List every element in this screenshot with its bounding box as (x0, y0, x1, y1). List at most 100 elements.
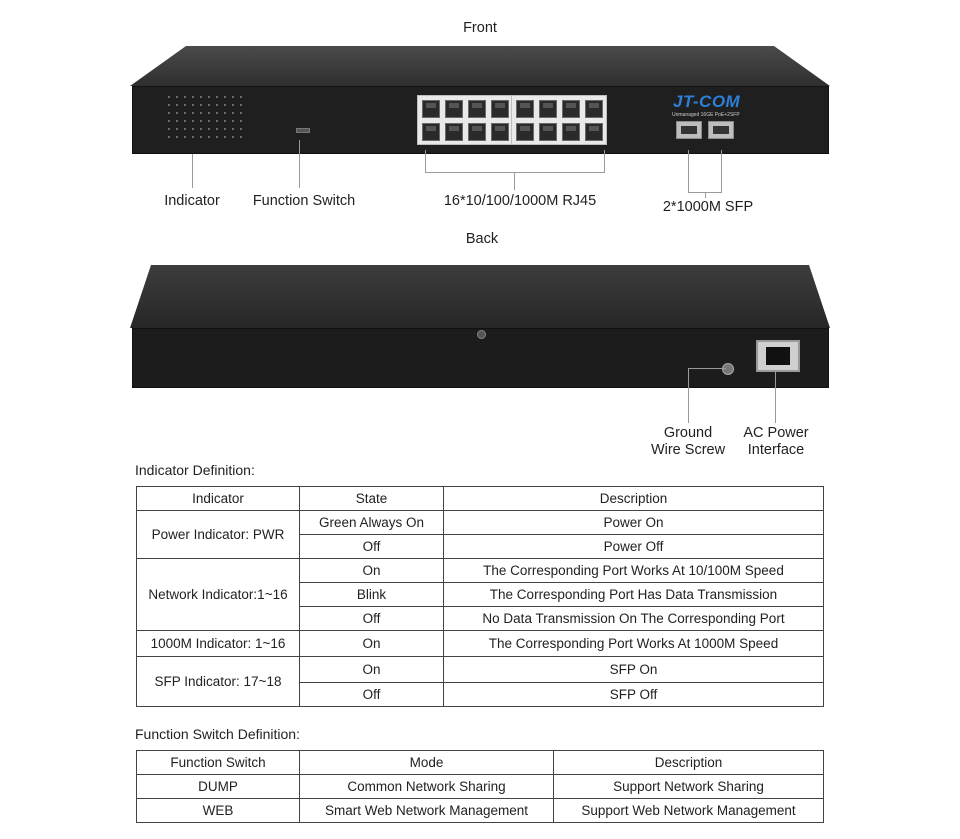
rj45-port (468, 100, 486, 118)
table-row: Blink The Corresponding Port Has Data Tr… (137, 582, 824, 607)
table-row: Network Indicator:1~16 On The Correspond… (136, 558, 824, 631)
table-row: SFP Indicator: 17~18 On SFP On (136, 656, 824, 707)
led-dot (224, 136, 226, 138)
led-dot (208, 96, 210, 98)
label-function-switch: Function Switch (252, 193, 356, 209)
led-dot (184, 120, 186, 122)
function-switch-definition-table: Function Switch Mode Description DUMP Co… (136, 750, 824, 823)
led-dot (224, 104, 226, 106)
header-description: Description (443, 486, 824, 511)
state-cell: Green Always On (299, 510, 444, 535)
state-cell: On (299, 630, 444, 657)
rj45-port (585, 123, 603, 141)
led-dot (184, 112, 186, 114)
led-dot (192, 96, 194, 98)
rj45-port (468, 123, 486, 141)
led-dot (176, 128, 178, 130)
led-dot (200, 104, 202, 106)
table-row: Off Power Off (137, 534, 824, 559)
state-cell: Blink (299, 582, 444, 607)
led-dot (184, 136, 186, 138)
header-description: Description (553, 750, 824, 775)
led-dot (216, 104, 218, 106)
led-dot (200, 96, 202, 98)
led-dot (168, 104, 170, 106)
rj45-port (539, 123, 557, 141)
sfp-port-17 (676, 121, 702, 139)
led-dot (208, 136, 210, 138)
rj45-port (422, 123, 440, 141)
description-cell: SFP On (443, 656, 824, 683)
led-dot (176, 136, 178, 138)
indicator-definition-title: Indicator Definition: (135, 462, 255, 478)
led-dot (208, 128, 210, 130)
state-cell: On (299, 558, 444, 583)
led-dot (216, 128, 218, 130)
description-cell: SFP Off (443, 682, 824, 707)
header-indicator: Indicator (136, 486, 300, 511)
led-dot (168, 120, 170, 122)
description-cell: The Corresponding Port Has Data Transmis… (443, 582, 824, 607)
model-text: Unmanaged 16GE PoE+2SFP (672, 112, 740, 118)
indicator-definition-table: Indicator State Description Power Indica… (136, 486, 824, 707)
switch-cell: DUMP (136, 774, 300, 799)
front-title: Front (463, 20, 497, 36)
led-dot (240, 112, 242, 114)
ground-screw-icon (722, 363, 734, 375)
header-mode: Mode (299, 750, 554, 775)
table-row: 1000M Indicator: 1~16 On The Correspondi… (136, 630, 824, 657)
state-cell: On (299, 656, 444, 683)
rj45-port (562, 123, 580, 141)
indicator-cell: 1000M Indicator: 1~16 (136, 630, 300, 657)
led-dot (192, 136, 194, 138)
table-row: WEB Smart Web Network Management Support… (136, 798, 824, 823)
led-dot (224, 96, 226, 98)
led-dot (232, 120, 234, 122)
rj45-port-block-left (417, 95, 513, 145)
state-cell: Off (299, 682, 444, 707)
led-dot (192, 104, 194, 106)
state-cell: Off (299, 534, 444, 559)
mode-cell: Common Network Sharing (299, 774, 554, 799)
led-dot (192, 128, 194, 130)
table-row: Power Indicator: PWR Green Always On Pow… (136, 510, 824, 559)
rj45-port (585, 100, 603, 118)
led-dot (208, 120, 210, 122)
rj45-port (516, 123, 534, 141)
table-header-row: Function Switch Mode Description (136, 750, 824, 775)
function-switch[interactable] (296, 128, 310, 133)
led-dot (184, 96, 186, 98)
table-header-row: Indicator State Description (136, 486, 824, 511)
led-dot (240, 128, 242, 130)
state-cell: Off (299, 606, 444, 631)
led-dot (224, 112, 226, 114)
led-dot (184, 104, 186, 106)
rj45-port (562, 100, 580, 118)
screw-icon (477, 330, 486, 339)
led-dot (240, 136, 242, 138)
rj45-port (445, 100, 463, 118)
rj45-port (422, 100, 440, 118)
led-dot (200, 120, 202, 122)
label-ac-power-interface: AC Power Interface (743, 425, 809, 458)
led-dot (216, 136, 218, 138)
description-cell: No Data Transmission On The Correspondin… (443, 606, 824, 631)
ac-power-socket (756, 340, 800, 372)
led-dot (184, 128, 186, 130)
switch-cell: WEB (136, 798, 300, 823)
led-dot (216, 96, 218, 98)
label-rj45: 16*10/100/1000M RJ45 (443, 193, 597, 209)
led-dot (176, 96, 178, 98)
description-cell: The Corresponding Port Works At 1000M Sp… (443, 630, 824, 657)
led-dot (232, 96, 234, 98)
led-dot (200, 128, 202, 130)
led-dot (200, 112, 202, 114)
led-dot (168, 96, 170, 98)
led-dot (216, 120, 218, 122)
led-dot (232, 128, 234, 130)
rj45-port (516, 100, 534, 118)
function-switch-definition-title: Function Switch Definition: (135, 726, 300, 742)
rj45-port (539, 100, 557, 118)
led-dot (240, 120, 242, 122)
indicator-cell: SFP Indicator: 17~18 (136, 656, 300, 707)
